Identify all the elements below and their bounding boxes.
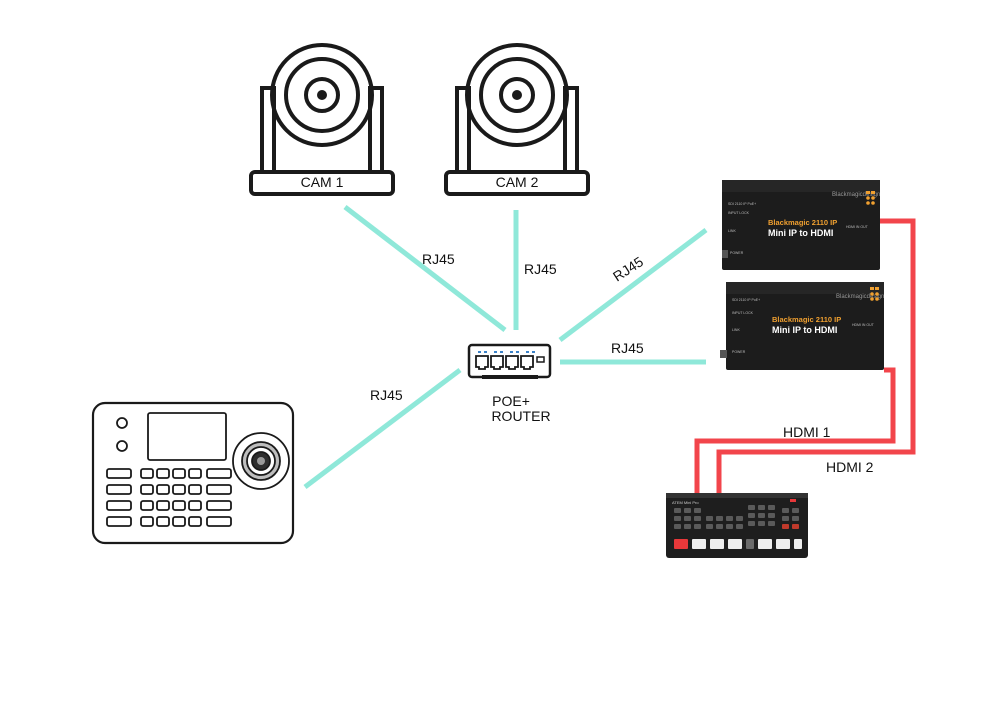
label-rj45-controller: RJ45 [370,387,403,403]
cable-controller-router [303,368,462,489]
camera-1-label: CAM 1 [301,174,344,190]
label-hdmi1: HDMI 1 [783,424,831,440]
router-label-line2: ROUTER [491,408,550,424]
hdmi-cables [694,218,916,493]
converter-1-logo-icon [866,191,875,205]
network-cables [303,205,708,489]
converter-2-logo-icon [870,287,879,301]
converter-1-port-label: LINK [728,229,736,233]
label-rj45-converter2: RJ45 [611,340,644,356]
camera-1[interactable]: CAM 1 [249,43,395,196]
converter-2-model: Blackmagic 2110 IP [772,315,841,324]
converter-1-port-label: INPUT LOCK [728,211,750,215]
converter-2-port-label: HDMI IN OUT [852,323,875,327]
converter-2[interactable]: Blackmagicdesign SDI 2110 IP PoE+ INPUT … [720,282,884,370]
converter-1-product: Mini IP to HDMI [768,228,833,238]
converter-2-product: Mini IP to HDMI [772,325,837,335]
poe-router[interactable]: POE+ ROUTER [467,343,552,424]
router-label-line1: POE+ [492,393,530,409]
converter-1-body [722,180,880,270]
camera-2[interactable]: CAM 2 [444,43,590,196]
cable-cam1-router [343,205,507,332]
cable-hdmi1 [716,218,916,493]
converter-2-port-label: POWER [732,350,746,354]
converter-1-brand: Blackmagicdesign [832,192,880,198]
converter-2-port-label: LINK [732,328,740,332]
converter-2-brand: Blackmagicdesign [836,294,884,300]
cable-hdmi2 [694,367,896,493]
cable-converter1-router [558,228,708,342]
converter-1-model: Blackmagic 2110 IP [768,218,837,227]
camera-2-label: CAM 2 [496,174,539,190]
video-switcher-icon: ATEM Mini Pro [666,493,808,558]
ptz-controller[interactable] [91,401,295,545]
converter-2-body [726,282,884,370]
ptz-joystick-controller-icon [91,401,295,545]
converter-1[interactable]: Blackmagicdesign SDI 2110 IP PoE+ INPUT … [722,180,880,270]
label-hdmi2: HDMI 2 [826,459,874,475]
label-rj45-cam1: RJ45 [422,251,455,267]
label-rj45-cam2: RJ45 [524,261,557,277]
network-switch-icon [467,343,552,379]
converter-1-port-label: HDMI IN OUT [846,225,869,229]
converter-2-port-label: INPUT LOCK [732,311,754,315]
converter-1-port-label: POWER [730,251,744,255]
ptz-camera-icon [249,43,395,196]
converter-2-port-label: SDI 2110 IP PoE+ [732,298,760,302]
atem-switcher[interactable]: ATEM Mini Pro [666,493,808,558]
ptz-camera-icon [444,43,590,196]
switcher-model-text: ATEM Mini Pro [672,500,699,505]
converter-1-port-label: SDI 2110 IP PoE+ [728,202,756,206]
